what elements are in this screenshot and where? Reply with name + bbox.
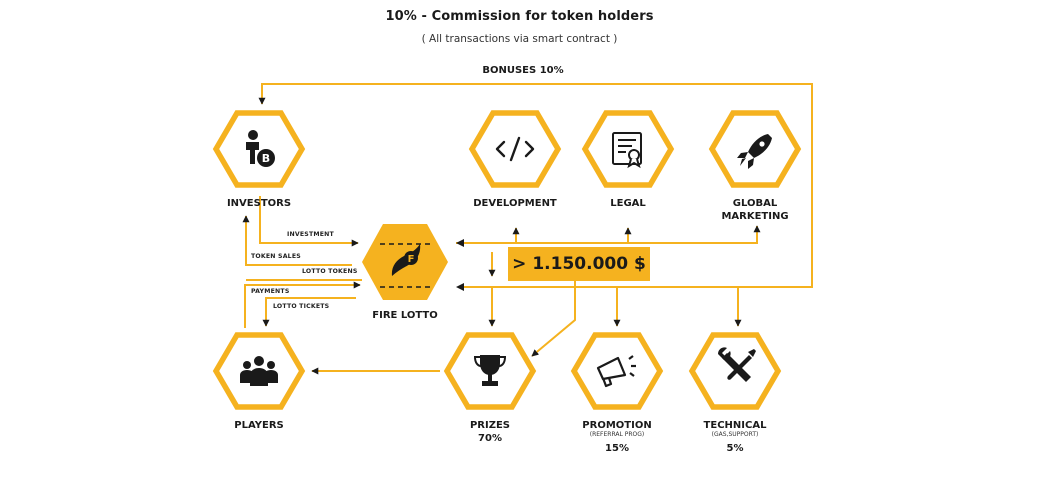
arrowhead bbox=[456, 239, 464, 247]
certificate-icon bbox=[612, 132, 642, 169]
legal-label: LEGAL bbox=[610, 198, 646, 209]
svg-text:F: F bbox=[408, 254, 415, 265]
prizes-percent: 70% bbox=[478, 433, 502, 444]
payments-label: PAYMENTS bbox=[251, 288, 290, 295]
promotion-percent: 15% bbox=[605, 443, 629, 454]
megaphone-icon bbox=[596, 355, 636, 388]
bonuses-loop-line bbox=[258, 83, 813, 288]
payments-arrow bbox=[244, 281, 361, 328]
page-title: 10% - Commission for token holders bbox=[385, 9, 654, 24]
arrowhead bbox=[456, 283, 464, 291]
technical-note: (GAS,SUPPORT) bbox=[711, 431, 759, 438]
investors-label: INVESTORS bbox=[226, 198, 292, 209]
investment-label: INVESTMENT bbox=[287, 231, 334, 238]
token-sales-arrow bbox=[242, 215, 352, 266]
promotion-label: PROMOTION bbox=[582, 420, 652, 431]
people-group-icon bbox=[240, 356, 278, 386]
development-label: DEVELOPMENT bbox=[473, 198, 557, 209]
legal-hexagon bbox=[581, 110, 675, 188]
code-icon bbox=[495, 136, 535, 162]
trophy-icon bbox=[473, 355, 507, 386]
promotion-hexagon bbox=[570, 332, 664, 410]
lotto-tickets-arrow bbox=[262, 297, 356, 327]
prizes-label: PRIZES bbox=[469, 420, 511, 431]
svg-text:B: B bbox=[262, 152, 270, 165]
lotto-tickets-label: LOTTO TICKETS bbox=[273, 303, 330, 310]
token-sales-label: TOKEN SALES bbox=[251, 253, 301, 260]
page-subtitle: ( All transactions via smart contract ) bbox=[421, 33, 618, 45]
bonuses-label: BONUSES 10% bbox=[482, 65, 564, 76]
global-marketing-label-line2: MARKETING bbox=[721, 211, 789, 222]
rocket-icon bbox=[737, 134, 772, 169]
fire-lotto-logo-icon: F bbox=[391, 244, 421, 276]
upper-bus-line bbox=[456, 225, 761, 244]
lotto-tokens-label: LOTTO TOKENS bbox=[302, 268, 358, 275]
investment-arrow bbox=[259, 196, 359, 247]
amount-badge: > 1.150.000 $ bbox=[508, 247, 650, 281]
investor-bitcoin-icon: B bbox=[246, 130, 275, 167]
fire-lotto-label: FIRE LOTTO bbox=[372, 310, 438, 321]
technical-percent: 5% bbox=[726, 443, 744, 454]
global-marketing-label-line1: GLOBAL bbox=[732, 198, 778, 209]
technical-label: TECHNICAL bbox=[703, 420, 767, 431]
amount-to-prizes-arrow bbox=[531, 281, 576, 357]
players-label: PLAYERS bbox=[234, 420, 284, 431]
tools-icon bbox=[718, 347, 756, 382]
promotion-note: (REFERRAL PROG) bbox=[589, 431, 645, 438]
